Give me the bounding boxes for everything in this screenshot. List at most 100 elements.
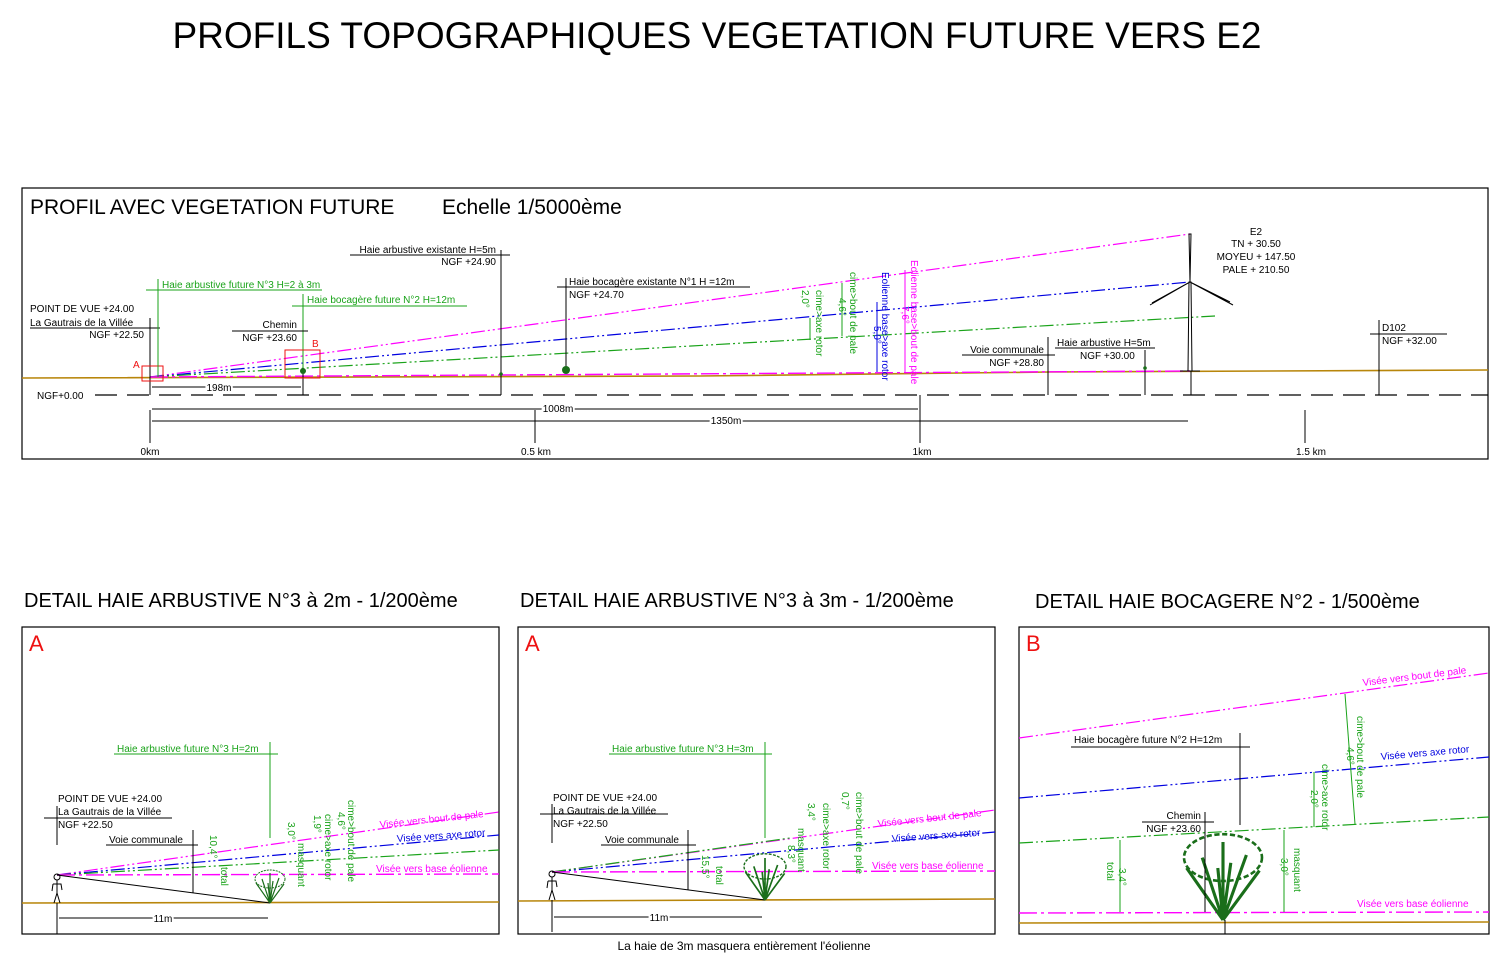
- detail2-masquant-label: masquant: [795, 828, 806, 872]
- angle-eol-axe-label: Eolienne base>axe rotor: [879, 272, 890, 381]
- sightline-blade-tip: [149, 233, 1191, 378]
- detail2-bout: 0,7°: [839, 792, 850, 810]
- haie-existante-label: Haie arbustive existante H=5m: [360, 245, 496, 256]
- detail1-axe: 1,9°: [311, 815, 322, 833]
- viewpoint-place: La Gautrais de la Villée: [30, 318, 134, 329]
- detail1-visee-axe: Visée vers axe rotor: [396, 828, 486, 845]
- detail1-distance: 11m: [154, 914, 173, 925]
- shrub-icon: [254, 869, 286, 904]
- turbine-tn: TN + 30.50: [1231, 239, 1281, 250]
- tick-1km: 1km: [913, 447, 932, 458]
- dim-198m: 198m: [206, 383, 231, 394]
- marker-a: A: [133, 360, 140, 371]
- dim-1350m: 1350m: [711, 416, 742, 427]
- turbine-moyeu: MOYEU + 147.50: [1217, 252, 1296, 263]
- detail3-marker: B: [1026, 631, 1041, 656]
- profile-heading: PROFIL AVEC VEGETATION FUTURE: [30, 196, 394, 219]
- detail1-bout-label: cime>bout de pale: [345, 800, 356, 882]
- d102-ngf: NGF +32.00: [1382, 336, 1437, 347]
- detail1-masquant: 3,0°: [285, 822, 296, 840]
- detail2-ngf: NGF +22.50: [553, 819, 608, 830]
- detail1-axe-label: cime>axe rotor: [322, 814, 333, 881]
- angle-eol-bout-label: Eolienne base>bout de pale: [908, 260, 919, 385]
- d102-label: D102: [1382, 323, 1406, 334]
- detail2-masquant: 8,3°: [785, 845, 796, 863]
- detail3-bout: 4,6°: [1344, 747, 1355, 765]
- detail-b-box[interactable]: [284, 349, 321, 379]
- tree-icon: [1182, 832, 1264, 922]
- hedge3-label: Haie arbustive future N°3 H=2 à 3m: [162, 280, 320, 291]
- profile-panel: PROFIL AVEC VEGETATION FUTURE Echelle 1/…: [21, 187, 1489, 460]
- detail3-visee-base: Visée vers base éolienne: [1357, 899, 1469, 910]
- detail3-masquant: 3,0°: [1278, 858, 1289, 876]
- ground-line: [21, 369, 1489, 379]
- detail2-total-label: total: [713, 866, 724, 885]
- detail3-axe-label: cime>axe rotor: [1319, 764, 1330, 831]
- angle-cime-axe: 2,0°: [799, 290, 810, 308]
- detail3-panel: B Haie bocagère future N°2 H=12m Chemin …: [1018, 626, 1490, 935]
- haie-bocagere1-label: Haie bocagère existante N°1 H =12m: [569, 277, 734, 288]
- detail2-visee-base: Visée vers base éolienne: [872, 861, 984, 872]
- detail3-total: 3,4°: [1116, 868, 1127, 886]
- detail2-bout-label: cime>bout de pale: [853, 792, 864, 874]
- haie-bocagere1-ngf: NGF +24.70: [569, 290, 624, 301]
- detail2-visee-axe: Visée vers axe rotor: [891, 828, 981, 845]
- detail1-bout: 4,6°: [335, 812, 346, 830]
- detail1-total: 10,4°: [207, 835, 218, 858]
- marker-b: B: [312, 339, 319, 350]
- detail1-hedge: Haie arbustive future N°3 H=2m: [117, 744, 259, 755]
- angle-cime-bout-label: cime>bout de pale: [847, 272, 858, 354]
- detail2-place: La Gautrais de la Villée: [553, 806, 657, 817]
- detail1-heading: DETAIL HAIE ARBUSTIVE N°3 à 2m - 1/200èm…: [24, 590, 458, 612]
- detail1-ngf: NGF +22.50: [58, 820, 113, 831]
- detail1-visee-bout: Visée vers bout de pale: [379, 809, 484, 831]
- dim-1008m: 1008m: [543, 404, 574, 415]
- detail1-vp: POINT DE VUE +24.00: [58, 794, 162, 805]
- profile-frame: [21, 187, 1489, 460]
- detail3-axe: 2,0°: [1308, 790, 1319, 808]
- detail2-voie: Voie communale: [605, 835, 679, 846]
- detail3-bout-label: cime>bout de pale: [1354, 716, 1365, 798]
- viewpoint-label: POINT DE VUE +24.00: [30, 304, 134, 315]
- detail1-masquant-label: masquant: [295, 843, 306, 887]
- detail3-total-label: total: [1104, 862, 1115, 881]
- detail2-vp: POINT DE VUE +24.00: [553, 793, 657, 804]
- turbine-name: E2: [1250, 227, 1263, 238]
- wind-turbine-icon: [1149, 233, 1234, 395]
- detail-a-box[interactable]: [141, 365, 164, 382]
- shrub-icon: [743, 852, 787, 901]
- detail2-heading: DETAIL HAIE ARBUSTIVE N°3 à 3m - 1/200èm…: [520, 590, 954, 612]
- detail2-hedge: Haie arbustive future N°3 H=3m: [612, 744, 754, 755]
- tick-0-5km: 0.5 km: [521, 447, 551, 458]
- viewpoint-ngf: NGF +22.50: [89, 330, 144, 341]
- detail1-visee-base: Visée vers base éolienne: [376, 864, 488, 875]
- detail2-axe-label: cime>axe rotor: [820, 803, 831, 870]
- page-title: PROFILS TOPOGRAPHIQUES VEGETATION FUTURE…: [173, 15, 1262, 56]
- turbine-pale: PALE + 210.50: [1223, 265, 1290, 276]
- haie5-label: Haie arbustive H=5m: [1057, 338, 1151, 349]
- detail3-heading: DETAIL HAIE BOCAGERE N°2 - 1/500ème: [1035, 591, 1420, 613]
- detail2-panel: A 11m POINT DE VUE +24.00 La Gautrais de…: [517, 626, 996, 935]
- angle-cime-axe-label: cime>axe rotor: [813, 290, 824, 357]
- detail2-visee-bout: Visée vers bout de pale: [877, 808, 982, 830]
- detail3-ngf: NGF +23.60: [1146, 824, 1201, 835]
- detail1-total-label: total: [218, 867, 229, 886]
- person-icon: [51, 873, 63, 904]
- detail2-caption: La haie de 3m masquera entièrement l'éol…: [617, 939, 870, 953]
- hedge2-label: Haie bocagère future N°2 H=12m: [307, 295, 455, 306]
- haie-existante-ngf: NGF +24.90: [441, 257, 496, 268]
- haie5-ngf: NGF +30.00: [1080, 351, 1135, 362]
- detail1-panel: A 11m POINT DE VUE +24.00 La Gautrais de…: [21, 626, 500, 935]
- sightline-hedge-top: [149, 315, 1216, 378]
- detail1-marker: A: [29, 631, 44, 656]
- datum-label: NGF+0.00: [37, 391, 84, 402]
- detail3-hedge: Haie bocagère future N°2 H=12m: [1074, 735, 1222, 746]
- angle-cime-bout: 4,6°: [836, 298, 847, 316]
- detail2-total: 15,5°: [699, 855, 710, 878]
- detail2-distance: 11m: [650, 913, 669, 924]
- tick-0km: 0km: [141, 447, 160, 458]
- detail3-masquant-label: masquant: [1291, 848, 1302, 892]
- angle-eol-axe: 5,0°: [871, 326, 882, 344]
- angle-eol-bout: 7,6°: [899, 306, 910, 324]
